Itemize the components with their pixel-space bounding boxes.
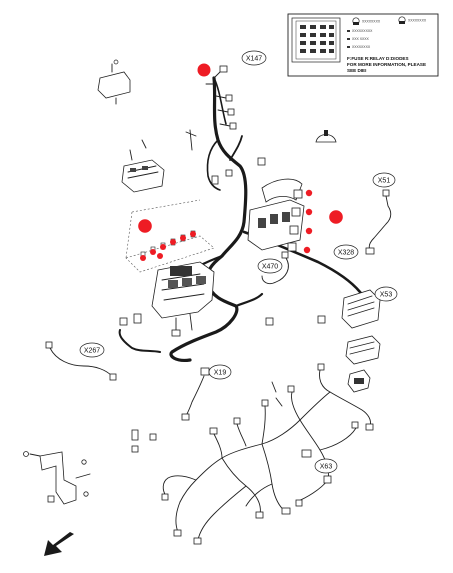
fuse-row xyxy=(140,230,196,259)
relays xyxy=(287,189,303,252)
callout-x470-label: X470 xyxy=(262,264,278,271)
control-module-top-left xyxy=(121,159,165,193)
callouts: X147 X51 X328 X470 X53 X267 X19 X63 xyxy=(79,50,398,474)
legend-line-1: F:FUSE R:RELAY D:DIODES xyxy=(347,56,409,61)
highlight-dot-fuse-5 xyxy=(180,235,186,241)
x19-cable xyxy=(181,367,210,421)
callout-x147-label: X147 xyxy=(246,56,262,63)
legend-icon-b-label: XXXXXXXX xyxy=(408,19,427,23)
relay-bracket xyxy=(247,178,305,251)
callout-x19[interactable]: X19 xyxy=(208,364,232,380)
callout-x51[interactable]: X51 xyxy=(372,172,396,188)
highlight-dot-fuse-4 xyxy=(170,239,176,245)
highlight-dot-fuse-3 xyxy=(160,244,166,250)
callout-x51-label: X51 xyxy=(378,178,391,185)
callout-x19-label: X19 xyxy=(214,370,227,377)
callout-x53-label: X53 xyxy=(380,292,393,299)
highlight-dot-fuse-6 xyxy=(190,231,196,237)
fuse-legend-box: XXXXXXXX XXXXXXXX XXXXXXXXX XXX XXXX XXX… xyxy=(287,13,439,77)
bolt-mushroom xyxy=(315,130,337,143)
highlight-dot-large-left xyxy=(138,219,152,233)
lower-harness xyxy=(161,363,374,545)
legend-row-1: XXXXXXXXX xyxy=(352,29,373,33)
fuse-group-frame xyxy=(125,235,215,273)
callout-x328-label: X328 xyxy=(338,250,354,257)
connector-icon-b xyxy=(398,16,406,24)
highlight-dot-fuse-1 xyxy=(140,255,146,261)
callout-x147[interactable]: X147 xyxy=(241,50,267,66)
legend-line-2: FOR MORE INFORMATION, PLEASE xyxy=(347,62,426,67)
ecu-module-lower xyxy=(345,335,381,365)
x267-cable xyxy=(45,341,117,381)
highlight-dots xyxy=(138,63,343,261)
legend-line-3: SEE DIEI xyxy=(347,68,366,73)
legend-row-3: XXXXXXXX xyxy=(352,45,371,49)
connector-icon-a xyxy=(352,17,360,25)
callout-x267-label: X267 xyxy=(84,348,100,355)
mounting-bracket xyxy=(23,451,91,505)
highlight-dot-fuse-7 xyxy=(157,253,163,259)
fasteners xyxy=(119,129,326,453)
callout-x328[interactable]: X328 xyxy=(333,244,359,260)
x470-cable xyxy=(261,251,289,285)
callout-x63-label: X63 xyxy=(320,464,333,471)
highlight-dot-relay-3 xyxy=(305,227,313,235)
legend-row-2: XXX XXXX xyxy=(352,37,370,41)
highlight-dot-fuse-2 xyxy=(150,249,156,255)
highlight-dot-relay-4 xyxy=(303,246,311,254)
fuse-relay-box xyxy=(151,261,215,337)
callout-x63[interactable]: X63 xyxy=(314,458,338,474)
callout-x470[interactable]: X470 xyxy=(257,258,283,274)
fuse-block-icon xyxy=(291,17,341,63)
highlight-dot-relay-1 xyxy=(305,189,313,197)
highlight-dot-large-top xyxy=(197,63,211,77)
legend-icon-a-label: XXXXXXXX xyxy=(362,20,381,24)
module-lower-small xyxy=(347,369,371,393)
arrow-down-left-icon xyxy=(44,532,74,556)
highlight-dot-relay-2 xyxy=(305,208,313,216)
highlight-dot-large-right xyxy=(329,210,343,224)
sensor-top-left xyxy=(97,59,131,105)
ecu-module xyxy=(341,289,381,329)
x51-sensor-cable xyxy=(365,189,392,255)
callout-x53[interactable]: X53 xyxy=(374,286,398,302)
callout-x267[interactable]: X267 xyxy=(79,342,105,358)
